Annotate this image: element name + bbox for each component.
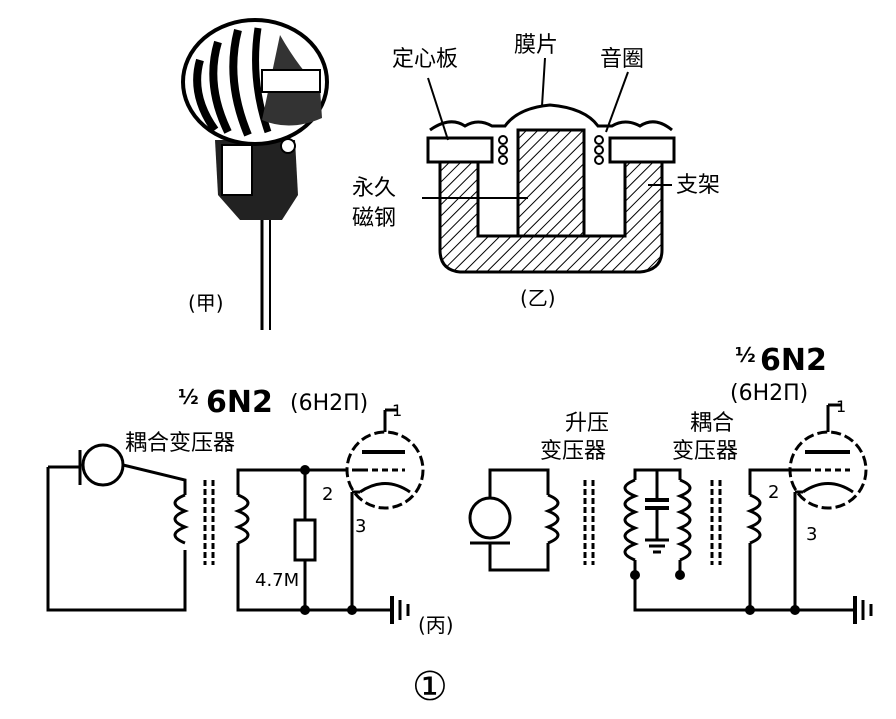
circuit-c <box>46 408 425 624</box>
cross-section-drawing <box>422 57 676 274</box>
microphone-illustration <box>181 18 329 330</box>
figure-number: ① <box>412 664 448 710</box>
label-magnet-line1: 永久 <box>352 176 396 201</box>
tube-fraction-d: ½ <box>735 343 756 367</box>
stepup-label-line2: 变压器 <box>540 439 606 464</box>
pin-3-d: 3 <box>806 524 817 545</box>
label-voice-coil: 音圈 <box>600 47 644 72</box>
circuit-d <box>468 403 873 624</box>
label-bracket: 支架 <box>676 173 720 198</box>
pin-1-c: 1 <box>392 401 402 420</box>
tube-alt-c: (6H2П) <box>290 391 368 416</box>
tube-fraction-c: ½ <box>178 385 199 409</box>
panel-b-caption: (乙) <box>520 286 556 310</box>
tube-model-d: 6N2 <box>760 343 827 378</box>
tube-model-c: 6N2 <box>206 385 273 420</box>
panel-c-caption: (丙) <box>418 613 454 637</box>
coupling-label-line1: 耦合 <box>690 411 734 436</box>
label-magnet-line2: 磁钢 <box>352 206 396 231</box>
label-centering-plate: 定心板 <box>392 47 458 72</box>
panel-a-caption: (甲) <box>188 291 224 315</box>
coupling-label-line2: 变压器 <box>672 439 738 464</box>
resistor-label: 4.7M <box>255 570 299 591</box>
coupling-transformer-label-c: 耦合变压器 <box>125 431 235 456</box>
pin-3-c: 3 <box>355 516 366 537</box>
stepup-label-line1: 升压 <box>565 411 609 436</box>
pin-1-d: 1 <box>836 397 846 416</box>
tube-alt-d: (6H2П) <box>730 381 808 406</box>
label-diaphragm: 膜片 <box>514 33 558 58</box>
pin-2-d: 2 <box>768 482 779 503</box>
pin-2-c: 2 <box>322 484 333 505</box>
